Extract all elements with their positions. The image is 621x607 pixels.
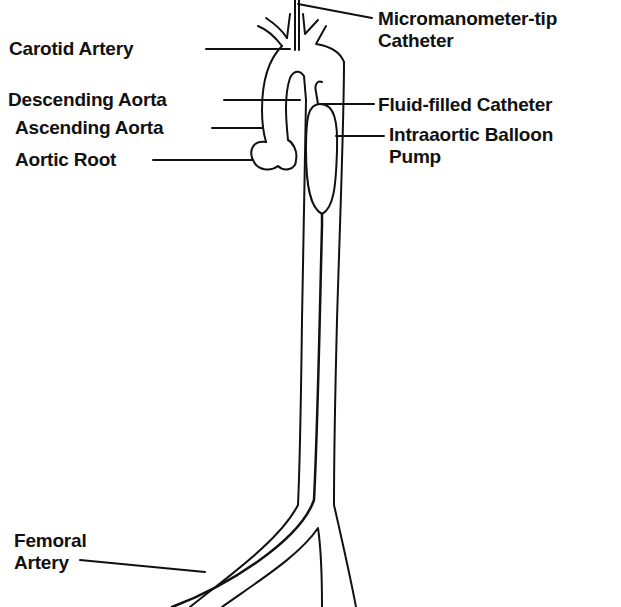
left-branch-inner [266, 18, 287, 38]
ascending-aorta-left-wall [262, 46, 282, 142]
carotid-left-wall [287, 14, 290, 38]
leader-line [322, 103, 374, 105]
catheter-label: Micromanometer-tip Catheter [378, 8, 598, 52]
right-branch [316, 26, 344, 62]
balloon-catheter-shaft [172, 214, 322, 607]
aortic-bifurcation [222, 528, 322, 607]
catheter-label: Fluid-filled Catheter [378, 94, 614, 116]
artery-label: Carotid Artery [9, 38, 209, 60]
artery-label: Femoral Artery [14, 530, 124, 574]
leader-line [153, 159, 252, 161]
aorta-label: Aortic Root [15, 149, 155, 171]
balloon-pump-label: Intraaortic Balloon Pump [389, 124, 579, 168]
leader-line [212, 127, 262, 129]
leader-line [206, 48, 290, 50]
leader-line [224, 99, 300, 101]
leader-line [298, 4, 372, 18]
aorta-label: Descending Aorta [8, 89, 224, 111]
aorta-label: Ascending Aorta [15, 117, 215, 139]
leader-line [80, 560, 205, 572]
descending-aorta-left-wall [190, 100, 306, 607]
aortic-root [251, 140, 296, 169]
leader-line [336, 135, 384, 137]
fluid-filled-catheter-tip [315, 81, 322, 104]
ascending-aorta-right-wall [286, 72, 306, 140]
carotid-right-wall [303, 14, 318, 34]
intraaortic-balloon [306, 104, 337, 214]
micromanometer-catheter [295, 0, 299, 50]
